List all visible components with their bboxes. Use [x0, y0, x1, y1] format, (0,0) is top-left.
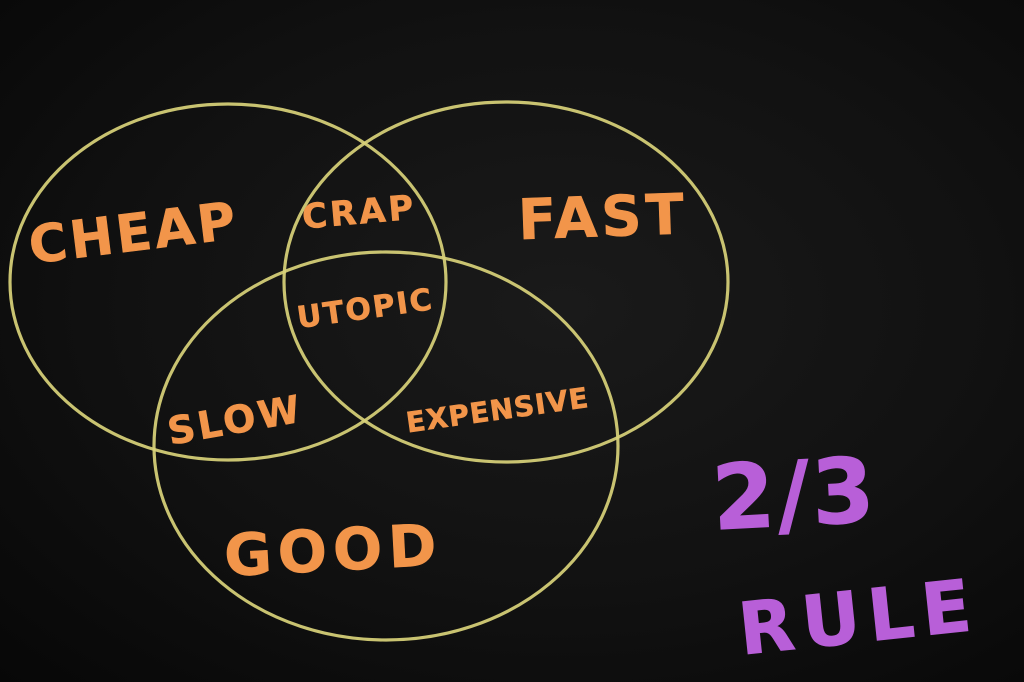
rule-word: RULE: [734, 563, 982, 672]
rule-fraction: 2/3: [710, 438, 879, 551]
crap-label: CRAP: [301, 188, 418, 238]
slow-label: SLOW: [164, 387, 306, 454]
fast-circle: [282, 100, 730, 464]
good-circle: [152, 250, 620, 642]
fast-label: FAST: [517, 182, 689, 253]
cheap-label: CHEAP: [26, 191, 242, 276]
utopic-label: UTOPIC: [295, 282, 436, 336]
good-label: GOOD: [222, 511, 444, 590]
expensive-label: EXPENSIVE: [404, 381, 591, 439]
cheap-circle: [8, 102, 448, 462]
